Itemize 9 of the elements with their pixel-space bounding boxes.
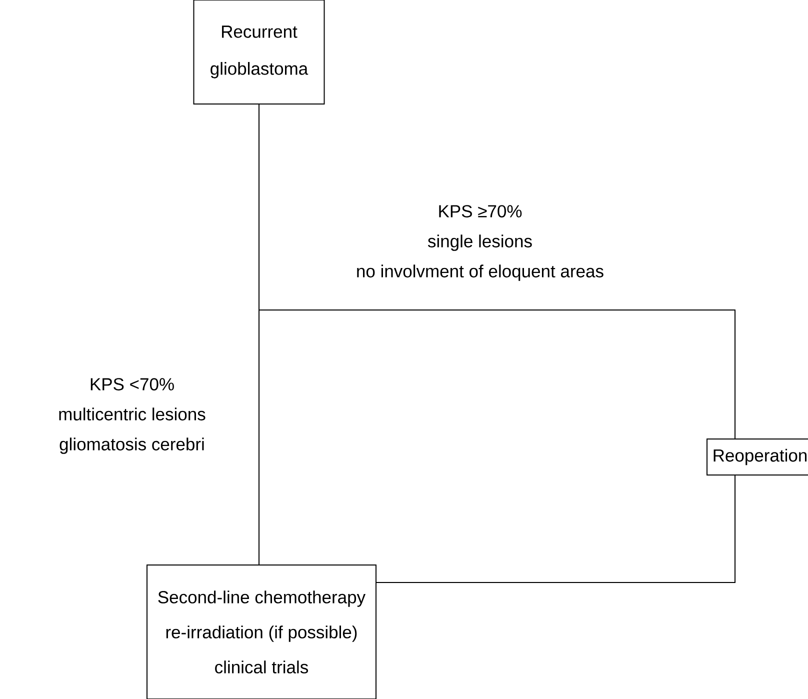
edge-label: KPS ≥70% single lesions no involvment of eloquent areas: [346, 203, 614, 283]
connector-line: [258, 310, 736, 439]
connector-line: [258, 104, 260, 310]
edge-label: KPS <70% multicentric lesions gliomatosis cerebri: [46, 376, 218, 456]
connector-line: [258, 310, 260, 565]
process-box: Recurrent glioblastoma: [193, 0, 325, 104]
connector-line: [376, 475, 736, 583]
process-box: Second-line chemotherapy re-irradiation (if possible) clinical trials: [146, 564, 376, 699]
process-box: Reoperation: [706, 438, 808, 476]
